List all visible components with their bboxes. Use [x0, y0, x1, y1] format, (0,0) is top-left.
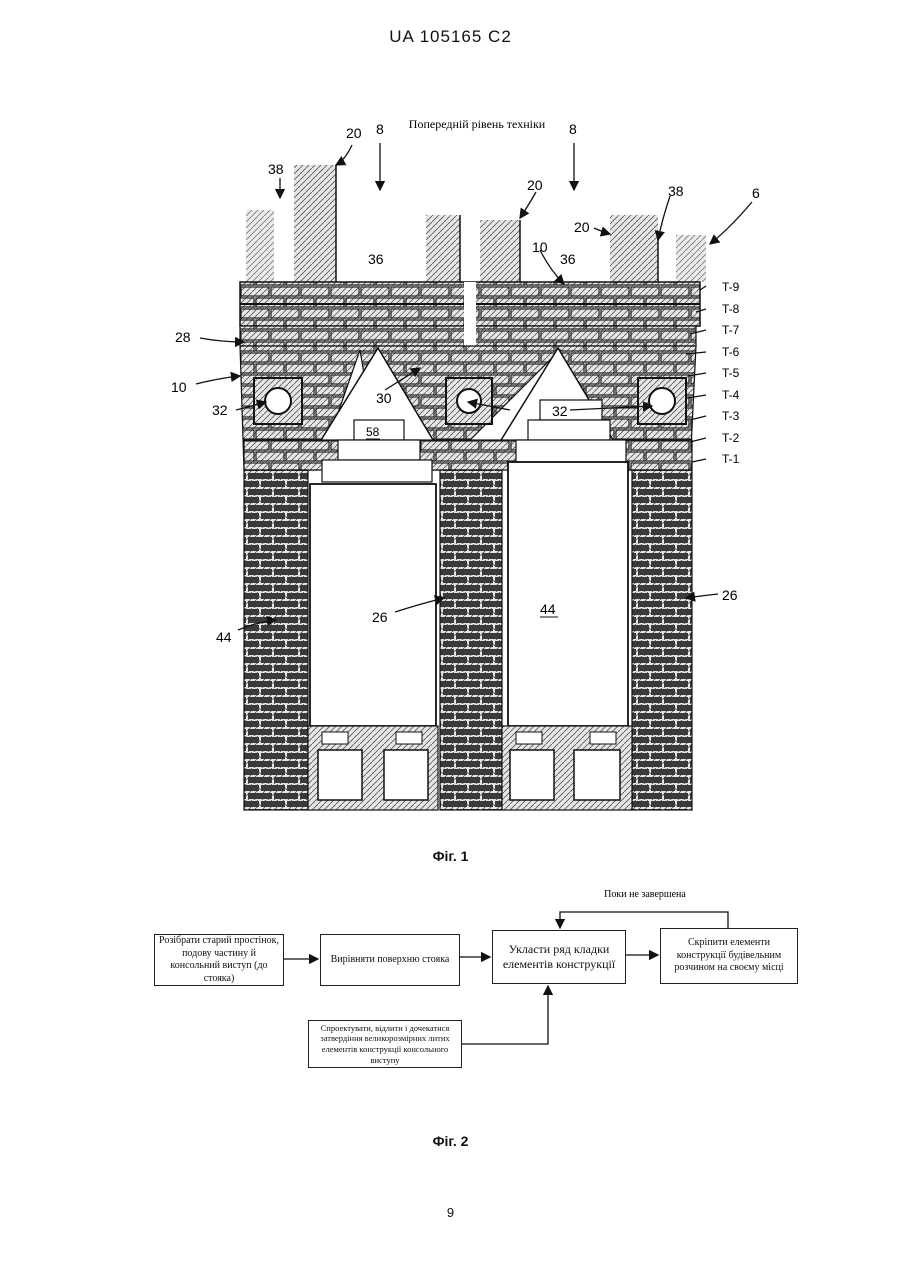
step-level-surface: Вирівняти поверхню стояка [320, 934, 460, 986]
page-number: 9 [0, 1205, 901, 1220]
figure-2-caption: Фіг. 2 [0, 1133, 901, 1149]
loop-label: Поки не завершена [604, 889, 686, 900]
step-lay-course: Укласти ряд кладки елементів конструкції [492, 930, 626, 984]
step-disassemble: Розібрати старий простінок, подову части… [154, 934, 284, 986]
step-mortar: Скріпити елементи конструкції будівельни… [660, 928, 798, 984]
step-design-cast: Спроектувати, відлити і дочекатися затве… [308, 1020, 462, 1068]
